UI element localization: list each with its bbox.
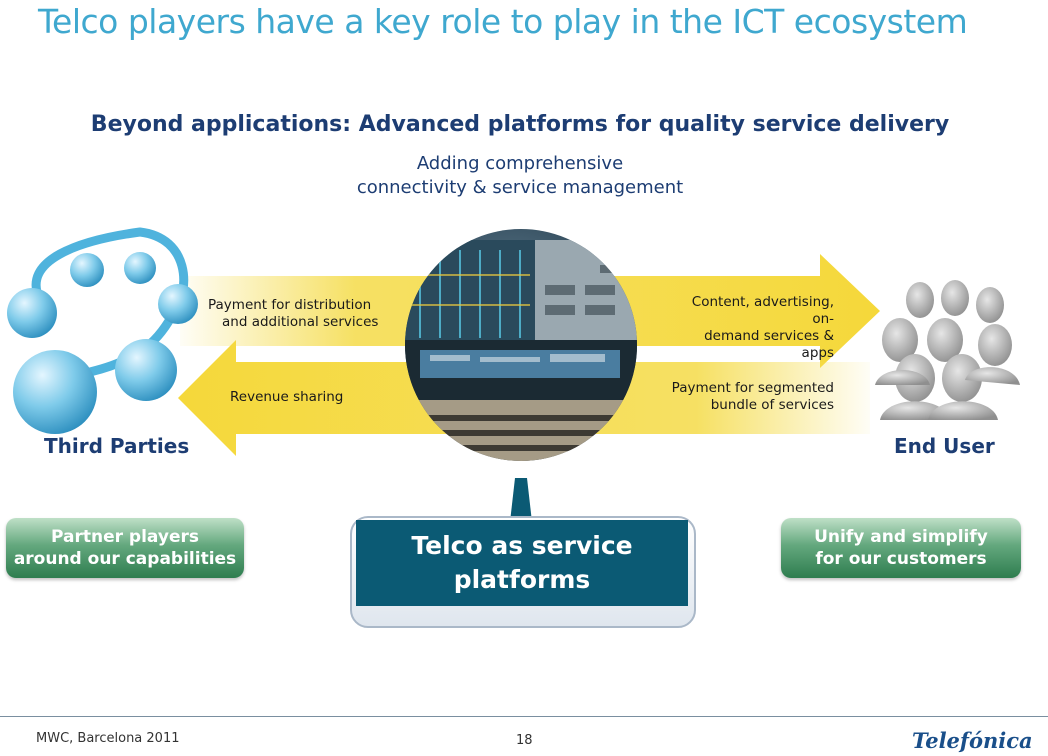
box-line: for our customers [815,549,987,569]
footer-divider [0,716,1048,717]
flow-label-payment-segmented: Payment for segmented bundle of services [668,380,834,414]
box-line: Partner players [51,527,199,547]
footer-event: MWC, Barcelona 2011 [36,731,180,746]
flow-label-line: demand services & apps [704,328,834,361]
flow-label-line: and additional services [222,314,379,330]
page-number: 18 [516,733,533,748]
actor-end-user: End User [894,434,995,458]
flow-label-revenue-sharing: Revenue sharing [230,389,344,405]
flow-label-line: bundle of services [710,397,834,413]
slide-title: Telco players have a key role to play in… [38,2,968,41]
partner-players-box: Partner players around our capabilities [6,518,244,578]
third-parties-molecule-icon [7,227,198,434]
unify-simplify-box: Unify and simplify for our customers [781,518,1021,578]
flow-label-line: Payment for distribution [208,297,372,313]
flow-label-line: Content, advertising, on- [691,294,834,327]
flow-label-line: Payment for segmented [671,380,834,396]
diagram-subtitle: Beyond applications: Advanced platforms … [90,112,950,137]
box-line: Telco as service [411,531,633,560]
actor-third-parties: Third Parties [44,434,190,458]
telefonica-logo: Telefónica [912,728,1033,753]
telco-service-platforms-box: Telco as service platforms [356,520,688,606]
end-users-crowd-icon [875,280,1020,420]
operations-center-globe-image [405,229,637,461]
ecosystem-diagram [7,227,1020,522]
flow-label-payment-distribution: Payment for distribution and additional … [208,297,378,331]
flow-label-content: Content, advertising, on- demand service… [668,294,834,362]
tagline-line-2: connectivity & service management [356,177,684,198]
callout-pointer [510,478,532,522]
box-line: Unify and simplify [814,527,988,547]
box-line: around our capabilities [13,549,237,569]
tagline: Adding comprehensive connectivity & serv… [0,152,1040,200]
tagline-line-1: Adding comprehensive [416,153,624,174]
box-line: platforms [453,565,591,594]
